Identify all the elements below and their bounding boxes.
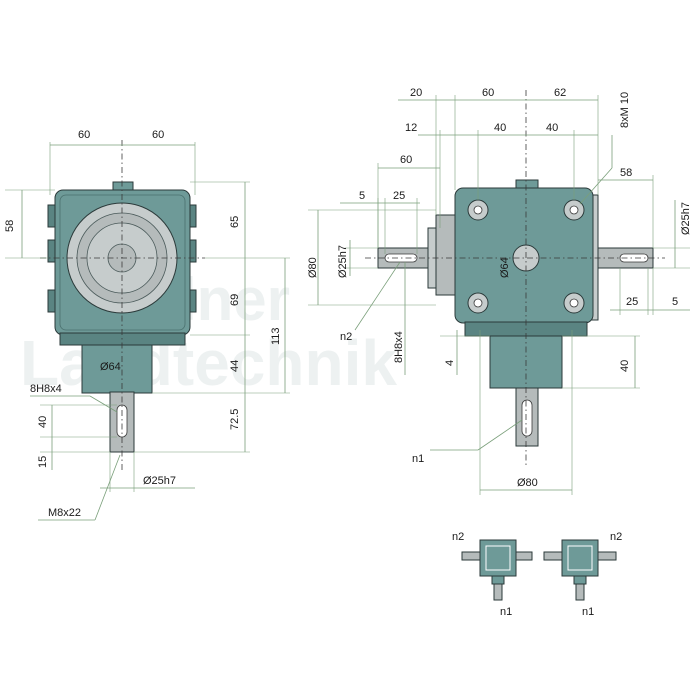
dim-58-right: 58 [620,167,632,179]
variant-2-shaft-down [575,583,585,601]
dim-dia-64-right: Ø64 [499,257,511,278]
variant-2-n1: n1 [582,606,594,618]
leader [94,454,121,521]
dim-60-left-rv: 60 [400,154,412,166]
dim-dia-25-left-rv: Ø25h7 [337,245,349,278]
dim-60-left: 60 [78,129,90,141]
bolt-hole-br-inner [569,298,579,308]
left-view: 60 60 58 65 69 44 72.5 113 Ø64 8H8x4 40 [4,129,290,521]
variant-2-body [561,539,599,577]
leader [477,419,523,451]
dim-40-left: 40 [37,416,49,428]
bolt-hole-tl-inner [473,205,483,215]
variant-2-shaft-left [543,551,563,561]
bolt-hole-bl-inner [473,298,483,308]
dim-25-left: 25 [393,190,405,202]
dim-dia-25-right: Ø25h7 [680,202,692,235]
dim-72-5: 72.5 [229,409,241,430]
dim-60-right: 60 [152,129,164,141]
right-view: 20 60 62 8xM 10 12 40 40 60 58 5 25 [307,87,692,495]
keyway-n1 [521,399,533,437]
label-n2: n2 [340,331,352,343]
dim-12: 12 [405,122,417,134]
thread-label: M8x22 [48,507,81,519]
variant-2-inner [567,545,593,571]
dim-40-b: 40 [546,122,558,134]
leader [89,395,118,413]
dim-25-right: 25 [626,296,638,308]
leader [579,167,613,205]
keyway-left [116,404,128,438]
keyway-label-left: 8H8x4 [30,383,62,395]
dim-dia-80-bottom: Ø80 [517,477,538,489]
variant-1-n1: n1 [500,606,512,618]
dim-5-left: 5 [359,190,365,202]
dim-dia-25-left: Ø25h7 [143,475,176,487]
dim-40-a: 40 [494,122,506,134]
variant-2: n2 n1 [543,531,622,618]
dim-40-right: 40 [619,360,631,372]
dim-62: 62 [554,87,566,99]
variant-1-shaft-right [515,551,533,561]
dim-58: 58 [4,220,16,232]
dim-4: 4 [444,360,456,366]
dim-65: 65 [229,216,241,228]
variant-1-inner [485,545,511,571]
variant-1-shaft-left [461,551,481,561]
dim-69: 69 [229,294,241,306]
housing-left-inner [59,194,186,331]
variant-2-neck [573,575,587,585]
variant-1-shaft-down [493,583,503,601]
bottom-skirt [59,332,186,346]
leader [354,261,401,331]
bolt-hole-tr-inner [569,205,579,215]
dim-dia-64-left: Ø64 [100,361,121,373]
keyway-right [619,253,649,263]
variant-1-body [479,539,517,577]
dim-dia-80-left: Ø80 [307,257,319,278]
variant-1-n2: n2 [452,531,464,543]
lower-housing [81,344,153,394]
variant-1-neck [491,575,505,585]
dim-44: 44 [229,360,241,372]
keyway-label-right: 8H8x4 [393,331,405,363]
thread-holes: 8xM 10 [619,92,631,128]
dim-20: 20 [410,87,422,99]
variant-2-shaft-right [597,551,617,561]
variant-2-n2: n2 [610,531,622,543]
dim-5-right: 5 [672,296,678,308]
dim-113: 113 [270,327,282,345]
dim-15: 15 [37,456,49,468]
label-n1: n1 [412,453,424,465]
variant-1: n2 n1 [452,531,533,618]
dim-60-top: 60 [482,87,494,99]
